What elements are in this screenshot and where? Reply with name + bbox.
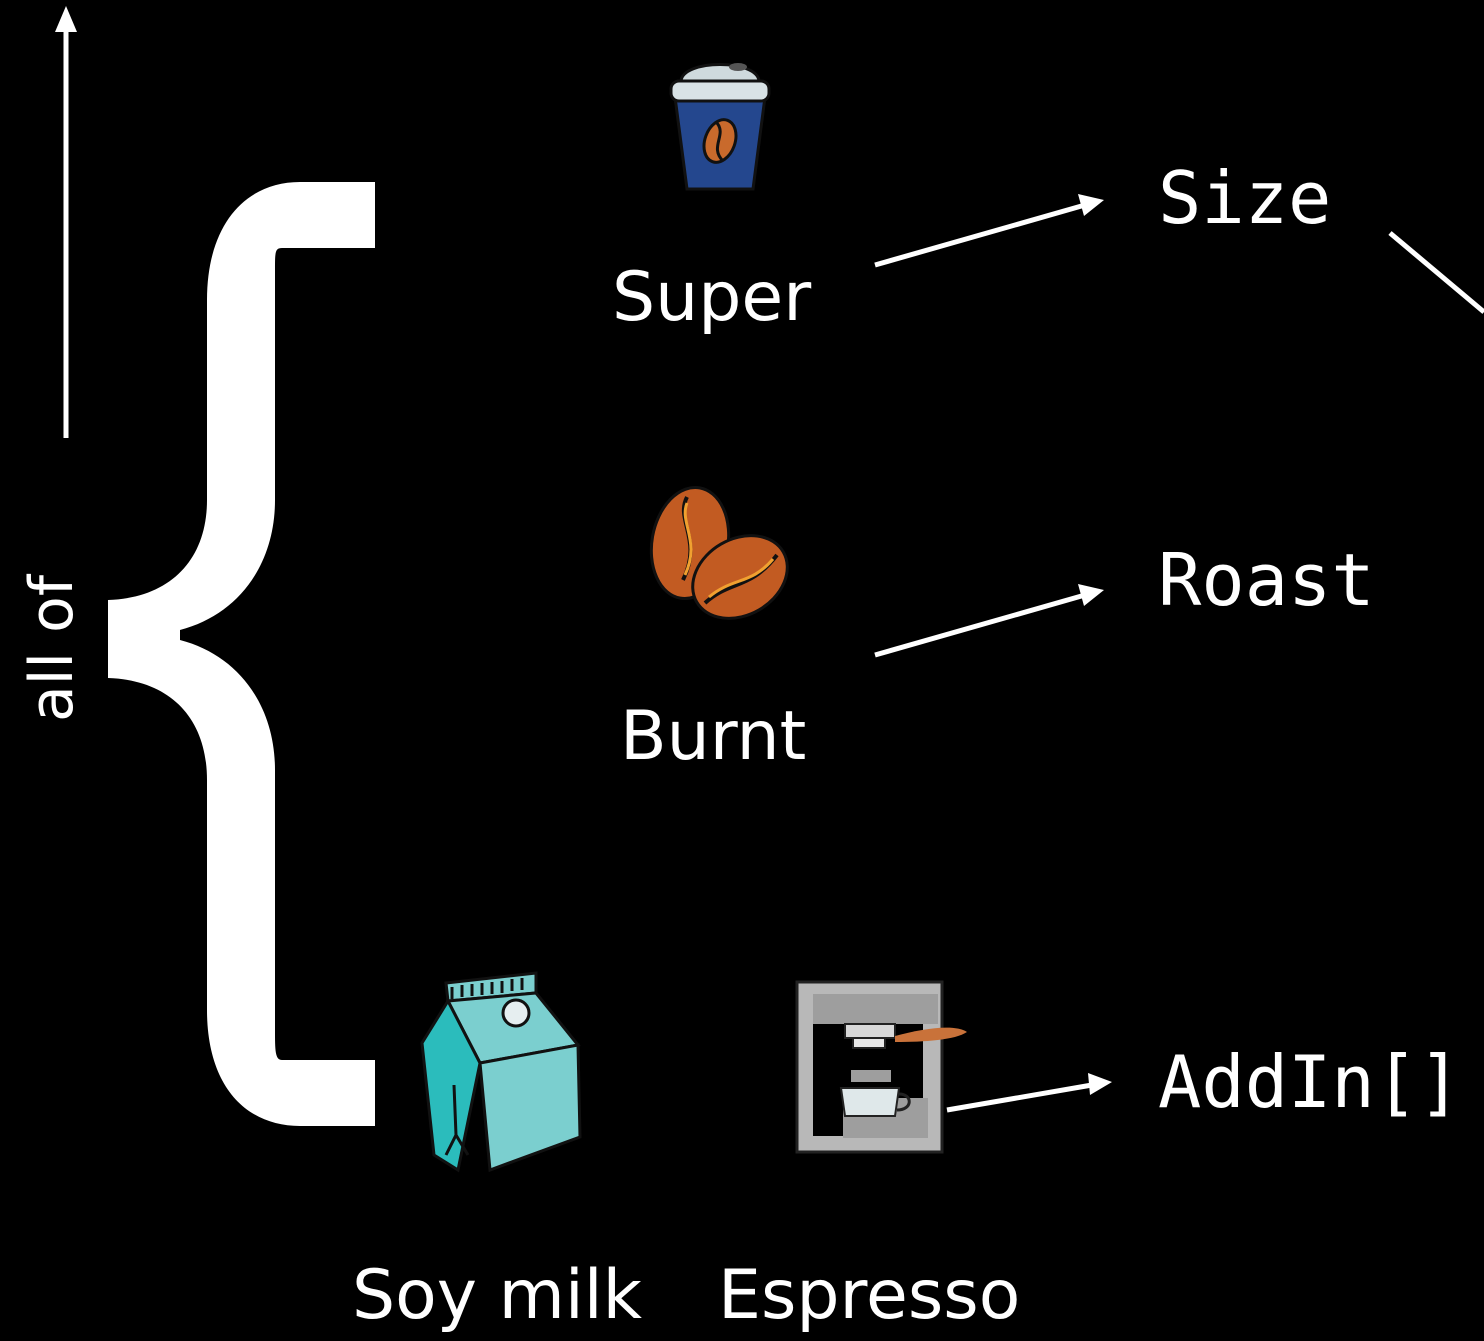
soy-milk-label: Soy milk (352, 1256, 643, 1335)
coffee-beans-icon (649, 485, 789, 620)
super-label: Super (612, 258, 812, 337)
addin-type-label: AddIn[] (1158, 1040, 1462, 1124)
burnt-label: Burnt (620, 697, 807, 776)
espresso-machine-icon (795, 980, 967, 1154)
milk-carton-icon (420, 971, 582, 1173)
espresso-label: Espresso (718, 1256, 1021, 1335)
espresso-to-addin-arrow (946, 1073, 1112, 1113)
super-to-size-arrow (874, 194, 1104, 268)
coffee-cup-icon (669, 63, 771, 191)
size-outgoing-line (1388, 231, 1484, 314)
burnt-to-roast-arrow (874, 584, 1104, 658)
roast-type-label: Roast (1158, 538, 1375, 622)
size-type-label: Size (1158, 156, 1332, 240)
